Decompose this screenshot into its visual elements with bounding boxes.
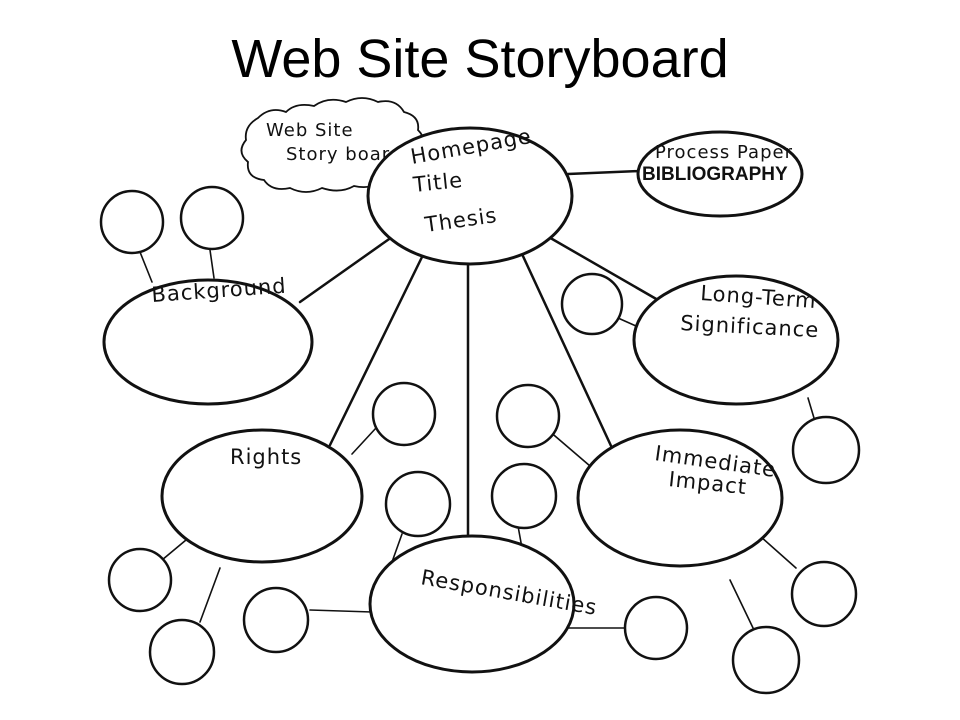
rights-subpage-1: [371, 381, 437, 447]
long-term-subpage-2: [791, 415, 861, 485]
link-home-bibliography: [566, 169, 642, 176]
homepage-line2: Title: [411, 168, 464, 197]
rights-node: Rights: [107, 381, 437, 686]
responsibilities-subpage-4: [623, 595, 689, 661]
link-home-immediate: [520, 252, 614, 450]
immediate-subpage-2: [790, 560, 858, 628]
rights-subpage-3: [148, 618, 216, 686]
responsibilities-subpage-1: [384, 470, 452, 538]
immediate-impact-node: Immediate Impact: [495, 383, 858, 695]
rights-subpage-2: [107, 547, 173, 613]
cloud-label-line2: Story board: [286, 144, 402, 165]
satellite-connectors: [139, 249, 815, 631]
bibliography-node: Process Paper BIBLIOGRAPHY: [636, 130, 804, 218]
immediate-subpage-1: [495, 383, 561, 449]
responsibilities-subpage-2: [490, 462, 558, 530]
background-subpage-2: [179, 185, 245, 251]
background-node: Background: [99, 185, 314, 406]
homepage-node: Homepage Title Thesis: [366, 124, 574, 266]
immediate-subpage-3: [731, 625, 801, 695]
cloud-label-line1: Web Site: [266, 120, 354, 141]
link-home-rights: [328, 255, 424, 447]
slide-title: Web Site Storyboard: [231, 29, 729, 89]
rights-label: Rights: [230, 445, 302, 469]
long-term-node: Long-Term Significance: [560, 272, 861, 485]
bibliography-line2: BIBLIOGRAPHY: [642, 164, 788, 185]
main-connectors: [298, 169, 660, 542]
link-home-longterm: [538, 230, 660, 302]
background-subpage-1: [99, 189, 165, 255]
link-home-background: [298, 235, 394, 304]
responsibilities-subpage-3: [242, 586, 310, 654]
long-term-subpage-1: [560, 272, 624, 336]
bibliography-line1: Process Paper: [655, 142, 793, 163]
